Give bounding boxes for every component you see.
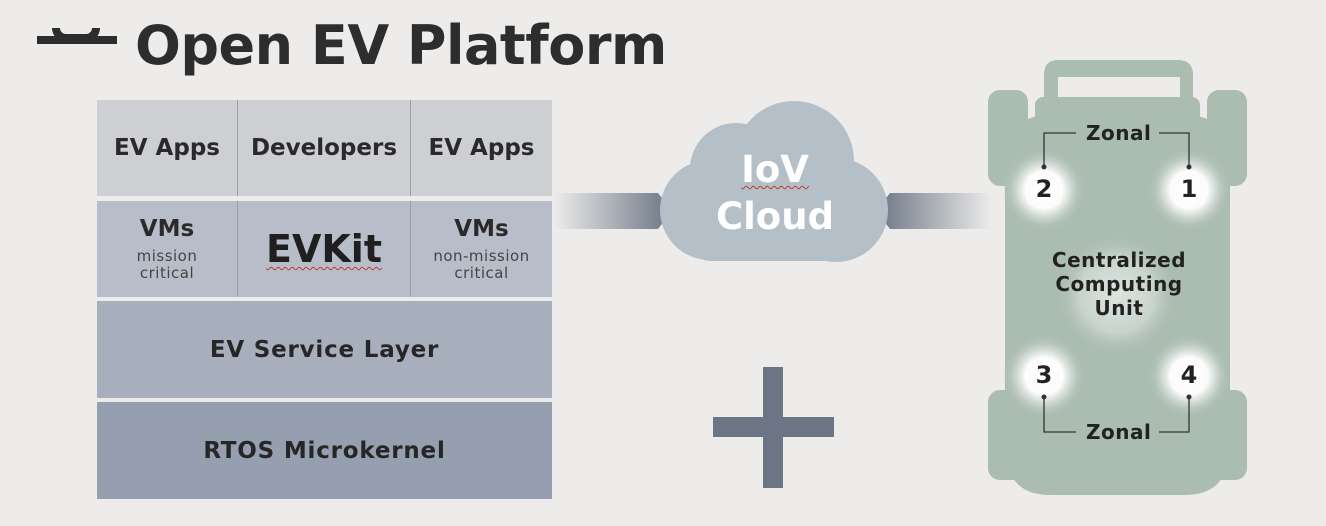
zonal-node-3: 3 <box>1035 361 1053 389</box>
service-layer-label: EV Service Layer <box>209 336 440 363</box>
zone-connector-dots <box>1041 164 1192 400</box>
stack-cell-service-layer: EV Service Layer <box>97 301 552 398</box>
page-title: Open EV Platform <box>135 14 667 77</box>
stack-cell-developers: Developers <box>238 100 411 196</box>
stack-row-vms: VMs mission critical EVKit VMs non-missi… <box>97 201 552 297</box>
node-1-glow <box>1147 148 1231 232</box>
cloud-label: IoV Cloud <box>690 146 860 240</box>
vms-subtitle: critical <box>139 264 195 282</box>
node-4-glow <box>1147 334 1231 418</box>
stack-row-microkernel: RTOS Microkernel <box>97 402 552 499</box>
ccu-line: Computing <box>1055 272 1183 296</box>
stack-cell-ev-apps-left: EV Apps <box>97 100 238 196</box>
vms-subtitle: non-mission <box>433 247 530 265</box>
iov-cloud-diagram <box>554 101 992 262</box>
vms-title: VMs <box>139 216 195 242</box>
stack-cell-label: Developers <box>250 135 398 161</box>
ccu-glow <box>1055 233 1179 357</box>
logo-bar-icon <box>37 36 117 44</box>
microkernel-label: RTOS Microkernel <box>203 437 446 464</box>
cloud-label-line1: IoV <box>741 148 809 191</box>
cloud-label-line2: Cloud <box>715 195 835 238</box>
centralized-computing-unit-label: Centralized Computing Unit <box>1040 248 1198 320</box>
node-3-glow <box>1002 334 1086 418</box>
zone-connector-lines <box>1043 132 1190 433</box>
stack-cell-label: EV Apps <box>114 135 220 161</box>
ccu-line: Unit <box>1094 296 1144 320</box>
stack-cell-microkernel: RTOS Microkernel <box>97 402 552 499</box>
vms-title: VMs <box>454 216 509 242</box>
plus-icon-horizontal <box>713 417 834 437</box>
stack-cell-ev-apps-right: EV Apps <box>411 100 552 196</box>
stack-row-apps: EV Apps Developers EV Apps <box>97 100 552 196</box>
stack-cell-label: EV Apps <box>428 135 535 161</box>
zonal-node-2: 2 <box>1035 175 1053 203</box>
vms-subtitle: critical <box>454 264 509 282</box>
stack-cell-vms-non-mission: VMs non-mission critical <box>411 201 552 297</box>
zonal-label-bottom: Zonal <box>1086 420 1152 444</box>
zonal-node-1: 1 <box>1180 175 1198 203</box>
stack-cell-vms-mission: VMs mission critical <box>97 201 238 297</box>
node-2-glow <box>1002 148 1086 232</box>
zonal-label-top: Zonal <box>1086 121 1152 145</box>
stack-cell-evkit: EVKit <box>238 201 411 297</box>
vms-subtitle: mission <box>136 247 198 265</box>
zonal-node-4: 4 <box>1180 361 1198 389</box>
connector-right <box>876 193 992 229</box>
ccu-line: Centralized <box>1051 248 1187 272</box>
cloud-shape <box>660 101 888 262</box>
stack-row-service-layer: EV Service Layer <box>97 301 552 398</box>
evkit-label: EVKit <box>265 227 382 271</box>
connector-left <box>554 193 672 229</box>
vehicle-topology-diagram <box>988 60 1247 495</box>
